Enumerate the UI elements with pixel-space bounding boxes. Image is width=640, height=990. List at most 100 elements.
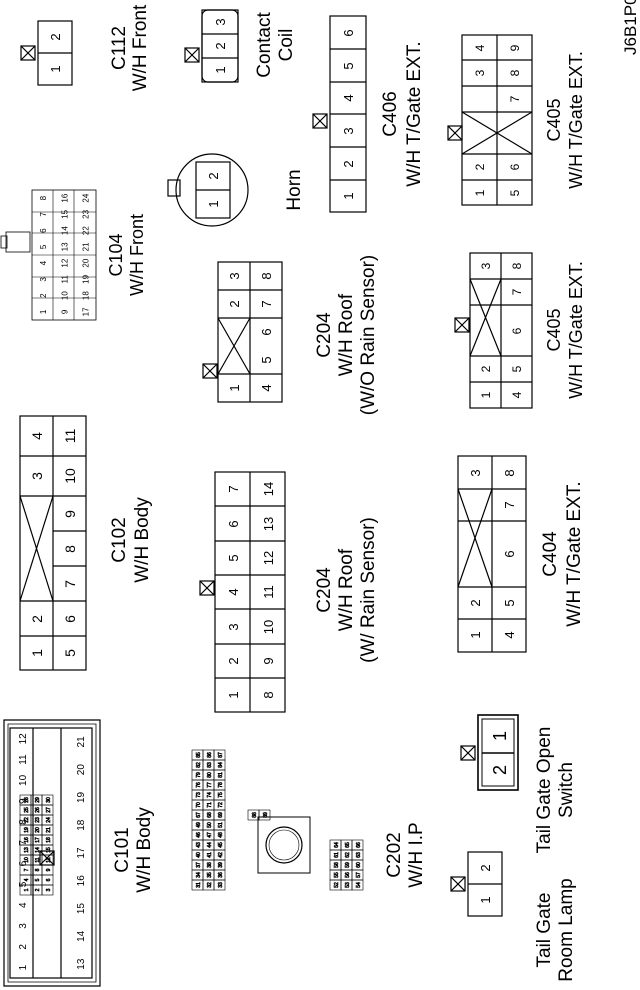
pin-label: 5 (62, 649, 78, 657)
pin-label: 13 (24, 847, 30, 853)
pin-label: 38 (207, 862, 213, 868)
pin-label: 3 (468, 469, 483, 476)
pin-label: 13 (261, 517, 276, 531)
pin-label: 34 (196, 872, 202, 878)
pin-label: 7 (508, 95, 522, 102)
pin-label: 81 (218, 772, 224, 778)
pin-label: 3 (341, 127, 356, 134)
pin-label: 2 (490, 765, 510, 775)
pin-label: 12 (261, 551, 276, 565)
pin-label: 1 (479, 391, 493, 398)
pin-label: 9 (18, 798, 29, 804)
pin-label: 28 (24, 797, 30, 803)
pin-label: 41 (207, 852, 213, 858)
pin-label: 12 (18, 733, 29, 745)
pin-label: 16 (76, 875, 87, 887)
pin-label: 21 (76, 736, 87, 748)
pin-label: 3 (18, 923, 29, 929)
connector-harness: Room Lamp (556, 878, 577, 982)
pin-label: 2 (35, 888, 41, 891)
pin-label: 1 (341, 192, 356, 199)
pin-label: 39 (218, 862, 224, 868)
connector-code: C102 (109, 517, 130, 562)
locking-tab-icon (454, 317, 470, 333)
pin-label: 47 (207, 832, 213, 838)
connector-code: Tail Gate (534, 893, 555, 968)
pin-label: 15 (46, 847, 52, 853)
pin-label: 11 (60, 275, 69, 284)
locking-tab-icon (447, 125, 463, 141)
pin-cell (41, 794, 54, 806)
connector-c112: 1 2 C112 W/H Front (20, 4, 151, 91)
pin-label: 63 (356, 852, 362, 858)
connector-code: Tail Gate Open (534, 727, 555, 854)
pin-label: 6 (226, 520, 241, 527)
pin-label: 2 (227, 300, 242, 307)
pin-label: 22 (24, 817, 30, 823)
pin-label: 4 (473, 44, 487, 51)
pin-label: 7 (39, 212, 48, 217)
pin-label: 85 (196, 752, 202, 758)
pin-label: 22 (82, 226, 91, 235)
pin-label: 6 (18, 860, 29, 866)
pin-label: 3 (39, 277, 48, 282)
pin-label: 36 (218, 872, 224, 878)
pin-label: 5 (35, 878, 41, 881)
pin-label: 20 (76, 764, 87, 776)
pin-label: 48 (218, 832, 224, 838)
pin-label: 12 (46, 857, 52, 863)
connector-harness: W/H T/Gate EXT. (404, 41, 425, 186)
pin-label: 6 (39, 228, 48, 233)
connector-harness: W/H Roof (336, 293, 357, 376)
pin-label: 9 (261, 657, 276, 664)
locking-tab-icon (450, 876, 466, 892)
pin-label: 24 (46, 817, 52, 823)
pin-label: 67 (196, 812, 202, 818)
pin-label: 21 (46, 827, 52, 833)
pin-label: 51 (218, 822, 224, 828)
pin-label: 8 (259, 272, 274, 279)
pin-label: 7 (259, 300, 274, 307)
pin-label: 1 (29, 649, 45, 657)
pin-label: 4 (29, 432, 45, 440)
pin-label: 7 (510, 288, 524, 295)
pin-label: 35 (207, 872, 213, 878)
pin-label: 73 (196, 792, 202, 798)
pin-label: 64 (334, 842, 340, 848)
pin-label: 50 (207, 822, 213, 828)
connector-code: C405 (544, 98, 564, 141)
pin-label: 75 (218, 792, 224, 798)
pin-label: 1 (39, 309, 48, 314)
pin-label: 15 (60, 209, 69, 218)
pin-label: 84 (218, 762, 224, 768)
pin-label: 5 (341, 62, 356, 69)
pin-label: 6 (341, 29, 356, 36)
pin-label: 2 (226, 657, 241, 664)
pin-label: 4 (510, 391, 524, 398)
pin-label: 59 (345, 862, 351, 868)
pin-label: 2 (479, 365, 493, 372)
pin-label: 18 (46, 837, 52, 843)
connector-harness: Coil (276, 29, 297, 62)
connector-note: (W/O Rain Sensor) (358, 255, 379, 415)
pin-cell (258, 809, 271, 821)
pin-label: 79 (196, 772, 202, 778)
pin-label: 8 (18, 819, 29, 825)
connector-c104: 123456789101112131415161718192021222324 … (0, 189, 147, 321)
pin-label: 1 (226, 691, 241, 698)
bolt-icon (257, 816, 311, 874)
pin-label: 7 (24, 868, 30, 871)
connector-harness: W/H T/Gate EXT. (566, 51, 586, 189)
pin-label: 11 (35, 857, 41, 862)
pin-label: 5 (259, 356, 274, 363)
connector-c102: 1 2 3 4 5 6 7 8 9 10 11 C102 W/H Body (19, 415, 153, 671)
pin-label: 1 (490, 731, 510, 741)
pin-label: 23 (35, 817, 41, 823)
connector-c406: 1 2 3 4 5 6 C406 W/H T/Gate EXT. (312, 15, 425, 213)
pin-label: 6 (510, 327, 524, 334)
pin-label: 60 (356, 862, 362, 868)
connector-code: Horn (284, 169, 305, 210)
